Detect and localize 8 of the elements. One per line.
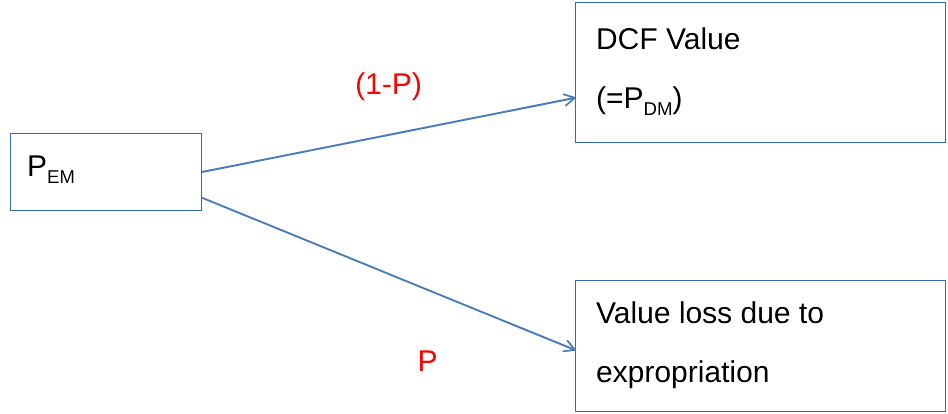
arrow bbox=[202, 196, 576, 352]
process-box bbox=[575, 2, 946, 143]
box-text: P$_{EM}$ bbox=[27, 149, 76, 189]
process-box bbox=[575, 280, 946, 412]
box-text: Value loss due to expropriation bbox=[596, 296, 825, 390]
arrow bbox=[202, 93, 576, 173]
box-text: DCF Value (=P$_{DM}$) bbox=[596, 22, 742, 120]
process-box bbox=[10, 133, 202, 211]
